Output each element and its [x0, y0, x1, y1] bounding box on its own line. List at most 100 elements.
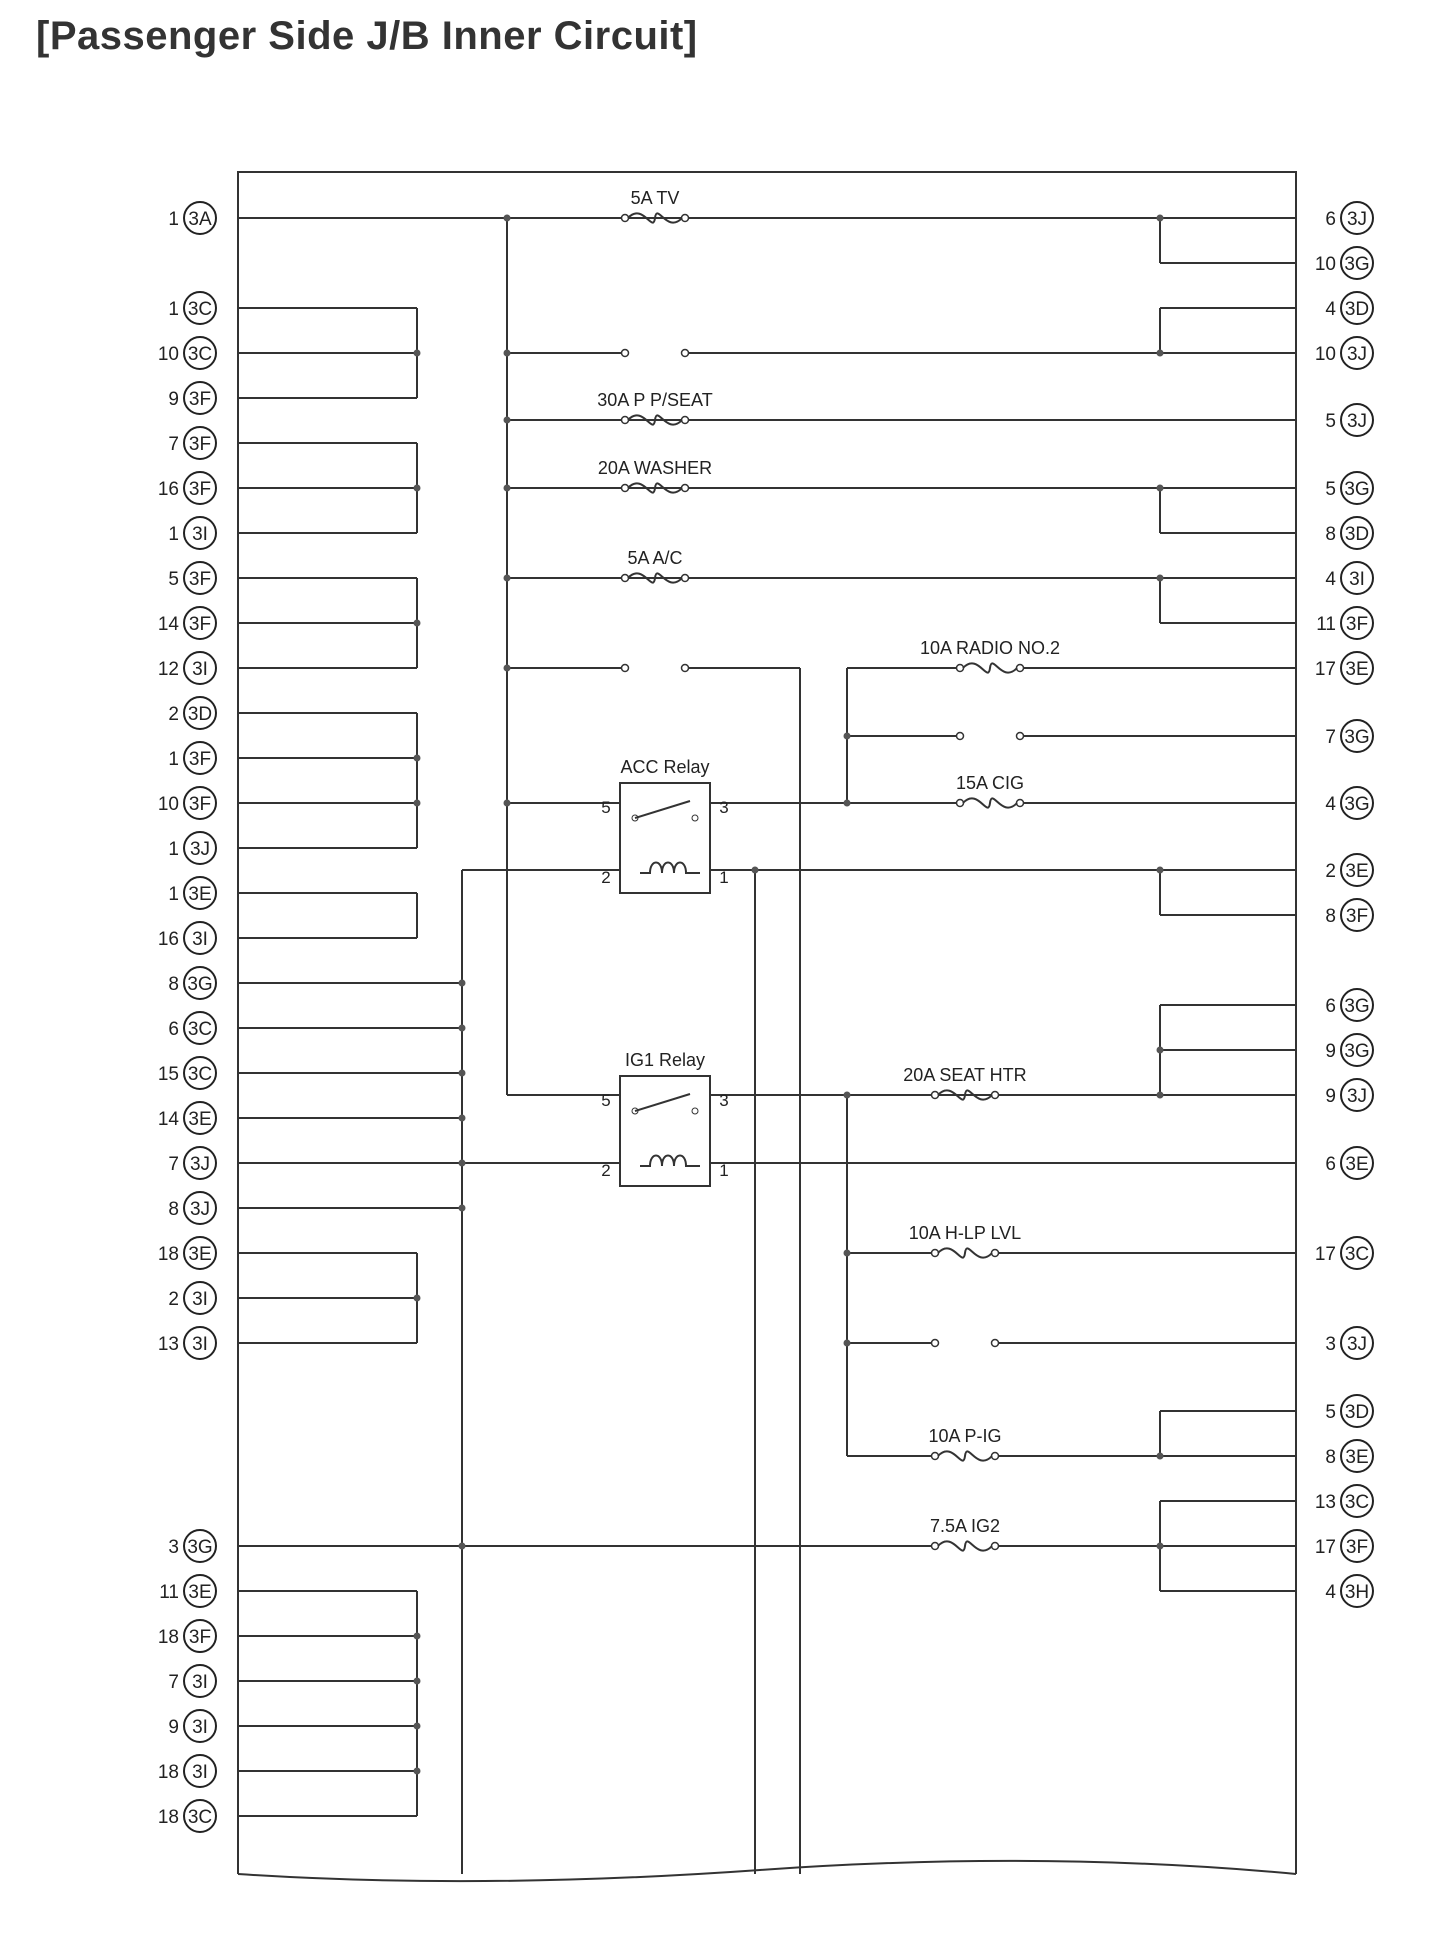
right-terminal: 3H4 [1325, 1574, 1374, 1608]
junction-dot [413, 1632, 421, 1640]
connector-label: 3J [1347, 344, 1367, 365]
connector-label: 3I [192, 1289, 208, 1310]
fuse-label: 5A A/C [627, 548, 682, 568]
fuse-label: 20A WASHER [598, 458, 712, 478]
connector-circle [183, 1281, 217, 1315]
connector-circle [1340, 1326, 1374, 1360]
connector-circle [183, 516, 217, 550]
right-terminal: 3G 9 [1325, 1033, 1374, 1067]
connector-circle [183, 561, 217, 595]
connector-circle [183, 1011, 217, 1045]
pin-number: 2 [1325, 861, 1336, 882]
connector-label: 3E [188, 1244, 211, 1265]
fuse: 20A SEAT HTR [903, 1065, 1027, 1101]
junction-dot [503, 349, 511, 357]
relay-pin: 5 [601, 1091, 610, 1110]
fuse-terminal [680, 415, 690, 425]
junction-dot [1156, 214, 1164, 222]
pin-number: 4 [1325, 569, 1336, 590]
open-terminal [990, 1338, 1000, 1348]
pin-number: 1 [168, 884, 179, 905]
connector-label: 3E [1345, 659, 1368, 680]
relay-switch-arm [634, 1093, 691, 1112]
junction-dot [458, 1114, 466, 1122]
connector-circle [183, 1709, 217, 1743]
connector-label: 3J [1347, 209, 1367, 230]
junction-dot [503, 799, 511, 807]
connector-label: 3G [1344, 794, 1369, 815]
left-terminal: 3F1 [168, 741, 217, 775]
left-terminal: 3I2 [168, 1281, 217, 1315]
pin-number: 6 [168, 1019, 179, 1040]
junction-dot [843, 1339, 851, 1347]
connector-label: 3E [188, 1109, 211, 1130]
pin-number: 11 [1316, 614, 1336, 635]
fuse-element [937, 1247, 993, 1259]
fuse-element [627, 414, 683, 426]
fuse-label: 10A H-LP LVL [909, 1223, 1021, 1243]
right-terminal: 3E 17 [1315, 651, 1374, 685]
pin-number: 9 [1325, 1041, 1336, 1062]
connector-circle [183, 291, 217, 325]
relay-pin: 1 [719, 1161, 728, 1180]
connector-circle [1340, 606, 1374, 640]
connector-label: 3H [1345, 1582, 1369, 1603]
pin-number: 16 [158, 479, 179, 500]
connector-circle [1340, 786, 1374, 820]
relay-pin: 5 [601, 798, 610, 817]
connector-circle [183, 1619, 217, 1653]
connector-circle [183, 1754, 217, 1788]
fuse-label: 10A P-IG [928, 1426, 1001, 1446]
page-title: [Passenger Side J/B Inner Circuit] [36, 14, 698, 58]
pin-number: 6 [1325, 996, 1336, 1017]
fuse-terminal [990, 1541, 1000, 1551]
relay-pin: 2 [601, 868, 610, 887]
pin-number: 1 [168, 839, 179, 860]
connector-circle [1340, 988, 1374, 1022]
connector-circle [1340, 1484, 1374, 1518]
connector-circle [1340, 1439, 1374, 1473]
connector-label: 3F [189, 1627, 211, 1648]
connector-circle [183, 471, 217, 505]
left-terminal: 3I7 [168, 1664, 217, 1698]
pin-number: 9 [168, 389, 179, 410]
connector-label: 3I [1349, 569, 1365, 590]
connector-label: 3E [1345, 1447, 1368, 1468]
fuse-terminal [955, 663, 965, 673]
fuse-terminal [680, 573, 690, 583]
connector-label: 3E [1345, 1154, 1368, 1175]
junction-dot [1156, 1091, 1164, 1099]
left-terminal: 3G3 [168, 1529, 217, 1563]
right-terminal: 3D8 [1325, 516, 1374, 550]
left-terminal: 3G8 [168, 966, 217, 1000]
junction-dot [843, 1091, 851, 1099]
connector-circle [1340, 898, 1374, 932]
pin-number: 10 [158, 344, 179, 365]
pin-number: 8 [168, 974, 179, 995]
connector-circle [183, 1236, 217, 1270]
connector-circle [183, 381, 217, 415]
junction-dot [503, 416, 511, 424]
left-terminal: 3I1 [168, 516, 217, 550]
fuse-label: 5A TV [631, 188, 680, 208]
connector-label: 3G [1344, 1041, 1369, 1062]
left-terminal: 3F7 [168, 426, 217, 460]
fuse-element [627, 212, 683, 224]
connector-circle [1340, 1033, 1374, 1067]
connector-label: 3F [189, 389, 211, 410]
pin-number: 17 [1315, 659, 1336, 680]
left-terminal: 3D2 [168, 696, 217, 730]
connector-label: 3F [1346, 614, 1368, 635]
fuse-terminal [930, 1248, 940, 1258]
connector-label: 3D [1345, 524, 1369, 545]
junction-dot [413, 1294, 421, 1302]
connector-circle [1340, 561, 1374, 595]
connector-label: 3G [1344, 254, 1369, 275]
junction-dot [413, 484, 421, 492]
pin-number: 15 [158, 1064, 179, 1085]
